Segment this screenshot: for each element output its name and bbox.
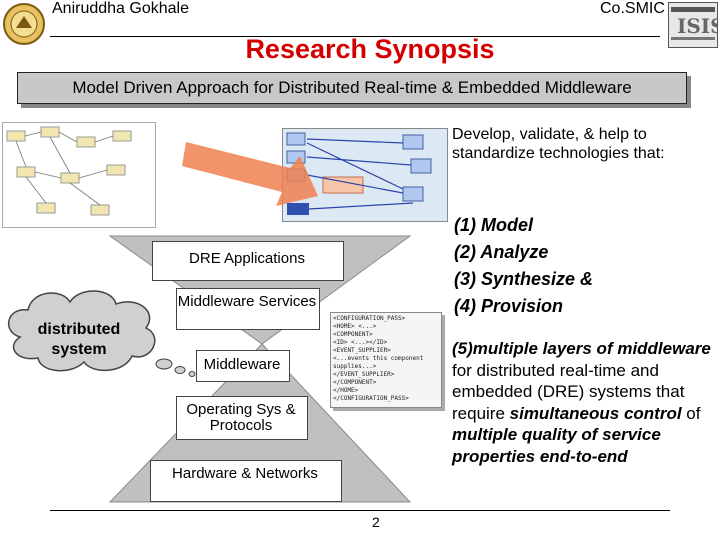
- xml-line: <CONFIGURATION_PASS>: [333, 315, 406, 322]
- description-emph-1: multiple layers of middleware: [472, 339, 711, 358]
- layer-dre-applications: [152, 241, 344, 281]
- analysis-screenshot-thumbnail: [282, 128, 448, 222]
- description-plain-1: for distributed real-time and embedded (…: [452, 360, 685, 423]
- org-name: Co.SMIC: [600, 0, 665, 17]
- xml-line: <HOME> <...>: [333, 323, 377, 330]
- xml-line: <...events this component: [333, 355, 424, 362]
- intro-text: Develop, validate, & help to standardize…: [452, 126, 665, 162]
- author-name: Aniruddha Gokhale: [52, 0, 189, 17]
- xml-line: </HOME>: [333, 387, 359, 394]
- page-title: Research Synopsis: [245, 34, 495, 64]
- layer-operating-sys: [176, 396, 308, 440]
- steps-list: (1) Model (2) Analyze (3) Synthesize & (…: [454, 212, 714, 320]
- distributed-system-label: distributed system: [37, 321, 121, 358]
- description-plain-2: of: [681, 403, 701, 423]
- model-diagram-thumbnail: [2, 122, 156, 228]
- step-item: (3) Synthesize &: [454, 269, 594, 289]
- institute-logo-icon: ISIS: [668, 2, 718, 48]
- xml-line: supplies...>: [333, 363, 377, 370]
- layer-hardware-networks: [150, 460, 342, 502]
- xml-descriptor-box: [330, 312, 442, 408]
- footer-divider: [50, 510, 670, 511]
- step-item: (1) Model: [454, 215, 533, 235]
- subtitle-text: Model Driven Approach for Distributed Re…: [72, 78, 632, 97]
- layer-middleware: [196, 350, 290, 382]
- xml-line: </EVENT_SUPPLIER>: [333, 371, 395, 378]
- operating-sys-label: Operating Sys & Protocols: [186, 401, 296, 434]
- description-emph-3: multiple quality of service properties e…: [452, 425, 661, 466]
- description-emph-2: simultaneous control: [509, 403, 682, 423]
- description-num: (5): [452, 339, 473, 358]
- step-item: (4) Provision: [454, 296, 564, 316]
- xml-line: <COMPONENT>: [333, 331, 373, 338]
- description-text: (5)multiple layers of middleware for dis…: [452, 338, 714, 467]
- middleware-services-label: Middleware Services: [177, 293, 317, 310]
- svg-text:ISIS: ISIS: [677, 14, 718, 38]
- page-number: 2: [372, 514, 380, 530]
- subtitle-banner: [17, 72, 687, 104]
- step-item: (2) Analyze: [454, 242, 549, 262]
- xml-line: </COMPONENT>: [333, 379, 377, 386]
- header-divider: [50, 36, 660, 37]
- xml-line: <EVENT_SUPPLIER>: [333, 347, 391, 354]
- middleware-label: Middleware: [203, 356, 281, 373]
- xml-line: <ID> <...></ID>: [333, 339, 388, 346]
- layer-middleware-services: [176, 288, 320, 330]
- xml-descriptor-text: <CONFIGURATION_PASS> <HOME> <...> <COMPO…: [333, 315, 439, 403]
- university-seal-icon: [3, 3, 45, 45]
- hardware-networks-label: Hardware & Networks: [172, 465, 318, 482]
- cloud-icon: [7, 290, 196, 377]
- dre-applications-label: DRE Applications: [189, 250, 305, 267]
- xml-line: </CONFIGURATION_PASS>: [333, 395, 409, 402]
